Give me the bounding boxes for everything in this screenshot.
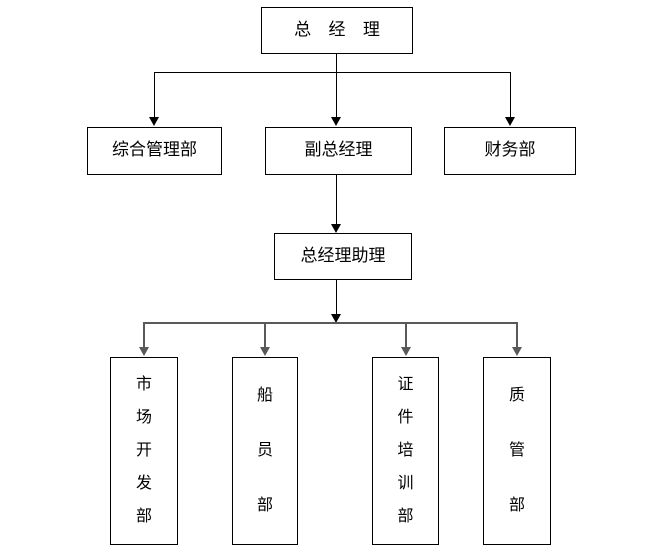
node-vertical-char: 培 bbox=[397, 439, 414, 459]
arrowhead-comprehensive bbox=[149, 117, 159, 126]
node-vertical-char: 质 bbox=[508, 385, 525, 405]
node-vertical-char: 管 bbox=[508, 439, 525, 459]
connector-level1-bus bbox=[154, 72, 511, 73]
node-comprehensive-management-dept[interactable]: 综合管理部 bbox=[87, 127, 222, 175]
node-finance-dept[interactable]: 财务部 bbox=[444, 127, 576, 175]
connector-drop-quality bbox=[516, 322, 518, 351]
connector-drop-market bbox=[143, 322, 145, 351]
node-vertical-char: 发 bbox=[135, 472, 152, 492]
node-market-development-dept[interactable]: 市场开发部 bbox=[110, 357, 178, 545]
node-vertical-char: 证 bbox=[397, 374, 414, 394]
node-general-manager-assistant[interactable]: 总经理助理 bbox=[274, 233, 412, 280]
node-vertical-char: 场 bbox=[135, 407, 152, 427]
arrowhead-deputy bbox=[331, 117, 341, 126]
node-vertical-char: 件 bbox=[397, 407, 414, 427]
node-vertical-char: 开 bbox=[135, 439, 152, 459]
node-vertical-char: 船 bbox=[256, 385, 273, 405]
connector-drop-deputy bbox=[336, 72, 337, 119]
node-general-manager[interactable]: 总 经 理 bbox=[261, 7, 413, 54]
arrowhead-certificate bbox=[401, 347, 411, 356]
node-vertical-char: 部 bbox=[135, 505, 152, 525]
arrowhead-quality bbox=[512, 347, 522, 356]
node-vertical-char: 部 bbox=[256, 494, 273, 514]
node-vertical-char: 部 bbox=[508, 494, 525, 514]
connector-drop-finance bbox=[510, 72, 511, 119]
arrowhead-market bbox=[139, 347, 149, 356]
connector-gm-stem bbox=[336, 54, 337, 72]
arrowhead-crew bbox=[260, 347, 270, 356]
connector-assistant-stem bbox=[336, 280, 337, 318]
node-quality-management-dept[interactable]: 质管部 bbox=[483, 357, 551, 545]
node-crew-dept[interactable]: 船员部 bbox=[232, 357, 298, 545]
connector-drop-certificate bbox=[405, 322, 407, 351]
node-vertical-char: 部 bbox=[397, 505, 414, 525]
node-vertical-char: 市 bbox=[135, 374, 152, 394]
node-certificate-training-dept[interactable]: 证件培训部 bbox=[372, 357, 439, 545]
connector-drop-comprehensive bbox=[154, 72, 155, 119]
arrowhead-assistant bbox=[331, 224, 341, 233]
connector-deputy-to-assistant bbox=[336, 175, 337, 226]
connector-drop-crew bbox=[264, 322, 266, 351]
arrowhead-finance bbox=[505, 117, 515, 126]
node-vertical-char: 员 bbox=[256, 439, 273, 459]
node-vertical-char: 训 bbox=[397, 472, 414, 492]
connector-level4-bus bbox=[144, 322, 517, 324]
node-deputy-general-manager[interactable]: 副总经理 bbox=[265, 127, 412, 175]
arrowhead-to-bus bbox=[331, 314, 341, 323]
